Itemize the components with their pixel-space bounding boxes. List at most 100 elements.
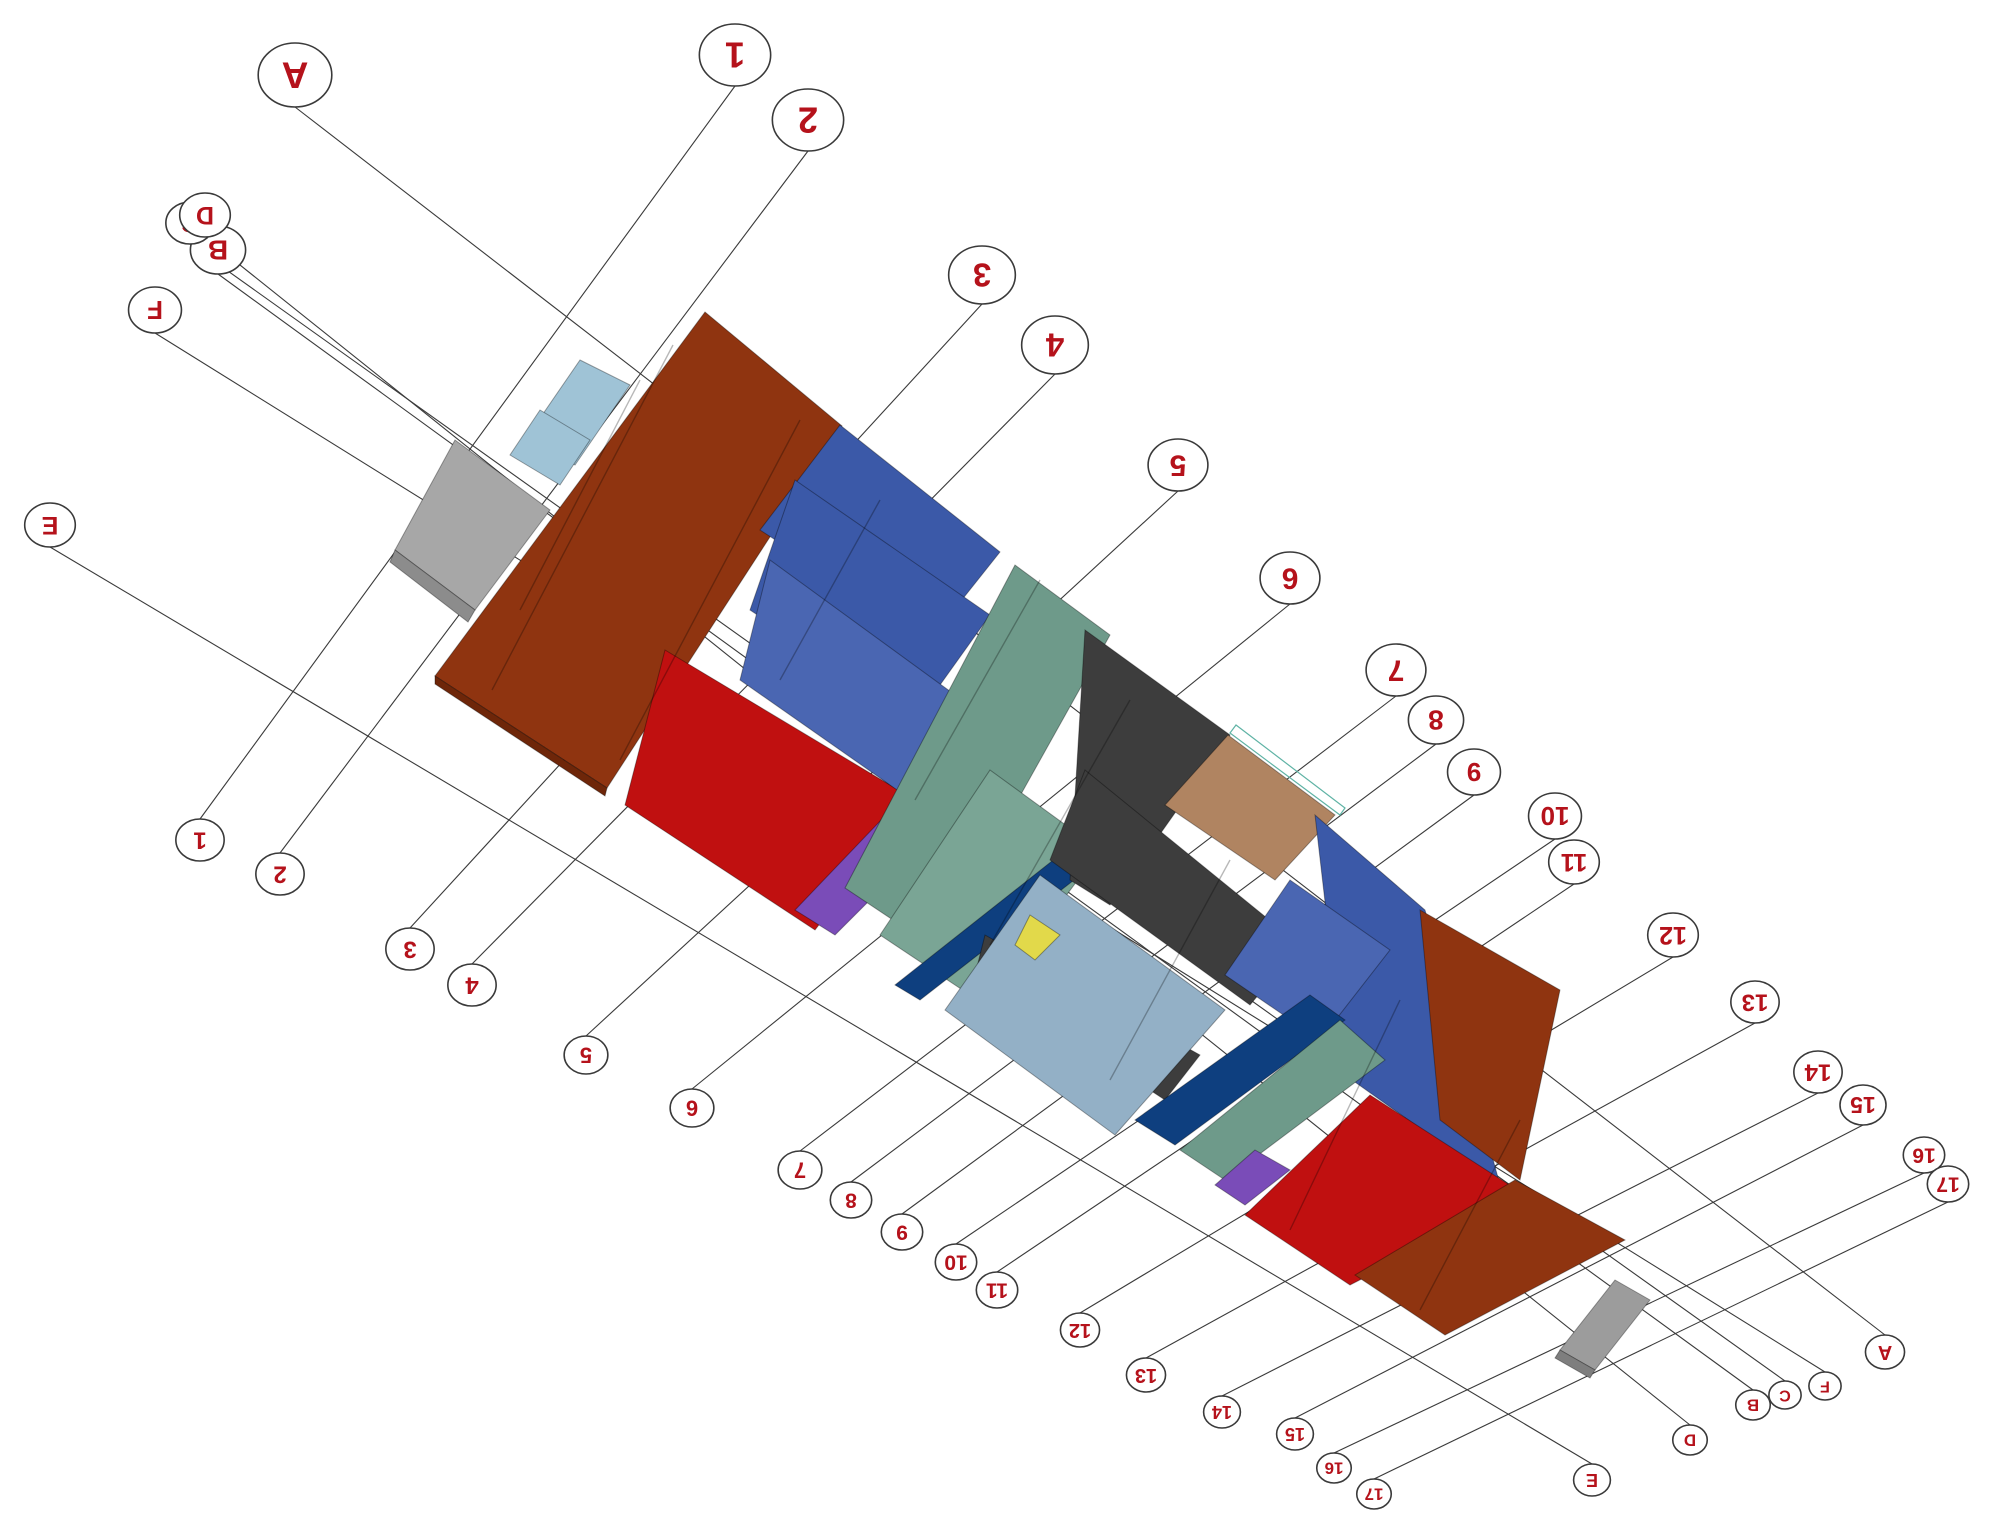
slab-red-lower: [1244, 1094, 1526, 1286]
grid-bubble-circle: [1059, 1312, 1101, 1348]
grid-bubble-top-a: A: [257, 42, 333, 108]
grid-bubble-circle: [1839, 1084, 1887, 1126]
grid-bubble-circle: [975, 1271, 1019, 1309]
grid-bubble-label: B: [208, 235, 228, 266]
grid-bubble-label: 13: [1135, 1364, 1157, 1386]
grid-bubble-circle: [257, 42, 333, 108]
slab-dark-blue-lower: [1134, 994, 1346, 1146]
grid-bubble-label: 1: [193, 827, 206, 854]
grid-bubble-top-e: E: [23, 502, 77, 548]
grid-bubble-top-9: 9: [1446, 748, 1502, 796]
grid-bubble-circle: [1793, 1050, 1843, 1094]
grid-bubble-bottom-c: C: [1768, 1380, 1802, 1410]
grid-bubble-label: 11: [1561, 848, 1588, 876]
grid-bubble-bottom-11: 11: [975, 1271, 1019, 1309]
grid-bubble-bottom-b: B: [1734, 1389, 1772, 1421]
grid-bubble-top-7: 7: [1365, 643, 1427, 697]
grid-bubble-circle: [1730, 980, 1780, 1024]
grid-bubble-bottom-e: E: [1572, 1463, 1612, 1497]
grid-bubble-label: 3: [973, 257, 991, 294]
mechanical-box-outline: [1229, 724, 1346, 816]
grid-bubble-bottom-8: 8: [829, 1181, 873, 1219]
grid-line-e: [49, 546, 1593, 1465]
grid-bubble-bottom-6: 6: [669, 1088, 715, 1128]
grid-bubble-top-5: 5: [1147, 438, 1209, 492]
grid-bubble-label: 12: [1069, 1319, 1091, 1341]
grid-bubble-label: 6: [1282, 562, 1299, 595]
grid-bubble-circle: [563, 1035, 609, 1075]
slab-rust-lower: [1354, 1179, 1627, 1336]
grid-bubble-label: 2: [798, 100, 818, 141]
grid-bubble-top-10: 10: [1527, 792, 1583, 840]
grid-bubble-label: 17: [1365, 1485, 1384, 1504]
grid-bubble-circle: [1768, 1380, 1802, 1410]
grid-bubble-bottom-12: 12: [1059, 1312, 1101, 1348]
slab-red-upper: [624, 649, 916, 931]
grid-bubble-top-12: 12: [1646, 912, 1700, 958]
grid-bubble-circle: [1808, 1371, 1842, 1401]
seam: [1419, 1119, 1521, 1311]
grid-bubble-circle: [1547, 839, 1601, 885]
grid-bubble-bottom-d: D: [1671, 1424, 1709, 1456]
slab-rust-upper-side: [434, 675, 608, 797]
grid-bubble-circle: [1259, 551, 1321, 605]
grid-bubble-label: 10: [1541, 801, 1570, 831]
grid-bubble-circle: [1315, 1452, 1353, 1484]
grid-bubble-top-d: D: [178, 192, 232, 238]
grid-bubble-bottom-2: 2: [255, 852, 305, 896]
seam: [779, 499, 881, 681]
seam: [619, 419, 801, 761]
grid-bubble-circle: [1125, 1357, 1167, 1393]
grid-bubble-label: D: [1684, 1431, 1696, 1450]
grid-bubble-bottom-7: 7: [777, 1150, 823, 1190]
grid-bubble-circle: [934, 1243, 978, 1281]
grid-bubble-label: B: [1747, 1396, 1759, 1415]
grid-bubble-top-11: 11: [1547, 839, 1601, 885]
mechanical-box-tan: [1164, 734, 1336, 881]
grid-bubble-label: 13: [1742, 989, 1769, 1016]
grid-bubble-top-16: 16: [1902, 1136, 1946, 1174]
grid-bubble-circle: [1864, 1334, 1906, 1370]
grid-bubble-circle: [1355, 1478, 1393, 1510]
grid-bubble-circle: [175, 818, 225, 862]
grid-bubble-bottom-3: 3: [385, 927, 435, 971]
grid-bubble-label: E: [42, 511, 59, 539]
grid-bubble-top-6: 6: [1259, 551, 1321, 605]
grid-bubble-circle: [1926, 1165, 1970, 1203]
grid-bubble-top-1: 1: [698, 23, 772, 87]
grid-bubble-bottom-10: 10: [934, 1243, 978, 1281]
grid-bubble-label: 7: [1388, 654, 1405, 687]
slab-yellow: [1014, 914, 1061, 961]
grid-bubble-top-f: F: [127, 286, 183, 334]
seam: [989, 699, 1131, 946]
grid-bubble-circle: [1646, 912, 1700, 958]
grid-bubble-label: 11: [986, 1279, 1009, 1302]
grid-bubble-circle: [829, 1181, 873, 1219]
slab-light-blue-lower: [944, 874, 1226, 1136]
stair-tower-bottom-face: [1554, 1349, 1596, 1379]
seam: [1109, 859, 1231, 1081]
building-volumes: [389, 311, 1651, 1379]
grid-bubble-bottom-15: 15: [1275, 1417, 1315, 1451]
grid-bubble-circle: [698, 23, 772, 87]
grid-bubble-label: 4: [1045, 327, 1064, 364]
grid-bubble-circle: [771, 88, 845, 152]
grid-bubble-label: 10: [944, 1251, 967, 1274]
slab-charcoal-mid: [1049, 769, 1301, 1006]
grid-bubble-circle: [1365, 643, 1427, 697]
grid-bubble-label: 8: [1428, 705, 1444, 736]
grid-bubble-label: 5: [580, 1043, 592, 1068]
slab-rust-lower-edge: [1419, 909, 1561, 1181]
grid-bubble-circle: [447, 963, 497, 1007]
grid-bubble-bottom-17: 17: [1355, 1478, 1393, 1510]
seam: [1289, 999, 1401, 1231]
grid-bubble-circle: [178, 192, 232, 238]
grid-bubble-circle: [1902, 1136, 1946, 1174]
grid-bubble-label: D: [196, 201, 214, 229]
grid-bubble-top-2: 2: [771, 88, 845, 152]
grid-bubble-label: 4: [465, 972, 479, 999]
grid-bubble-circle: [385, 927, 435, 971]
grid-bubble-circle: [1671, 1424, 1709, 1456]
grid-bubble-label: A: [1878, 1341, 1892, 1363]
grid-bubble-label: A: [282, 55, 309, 96]
